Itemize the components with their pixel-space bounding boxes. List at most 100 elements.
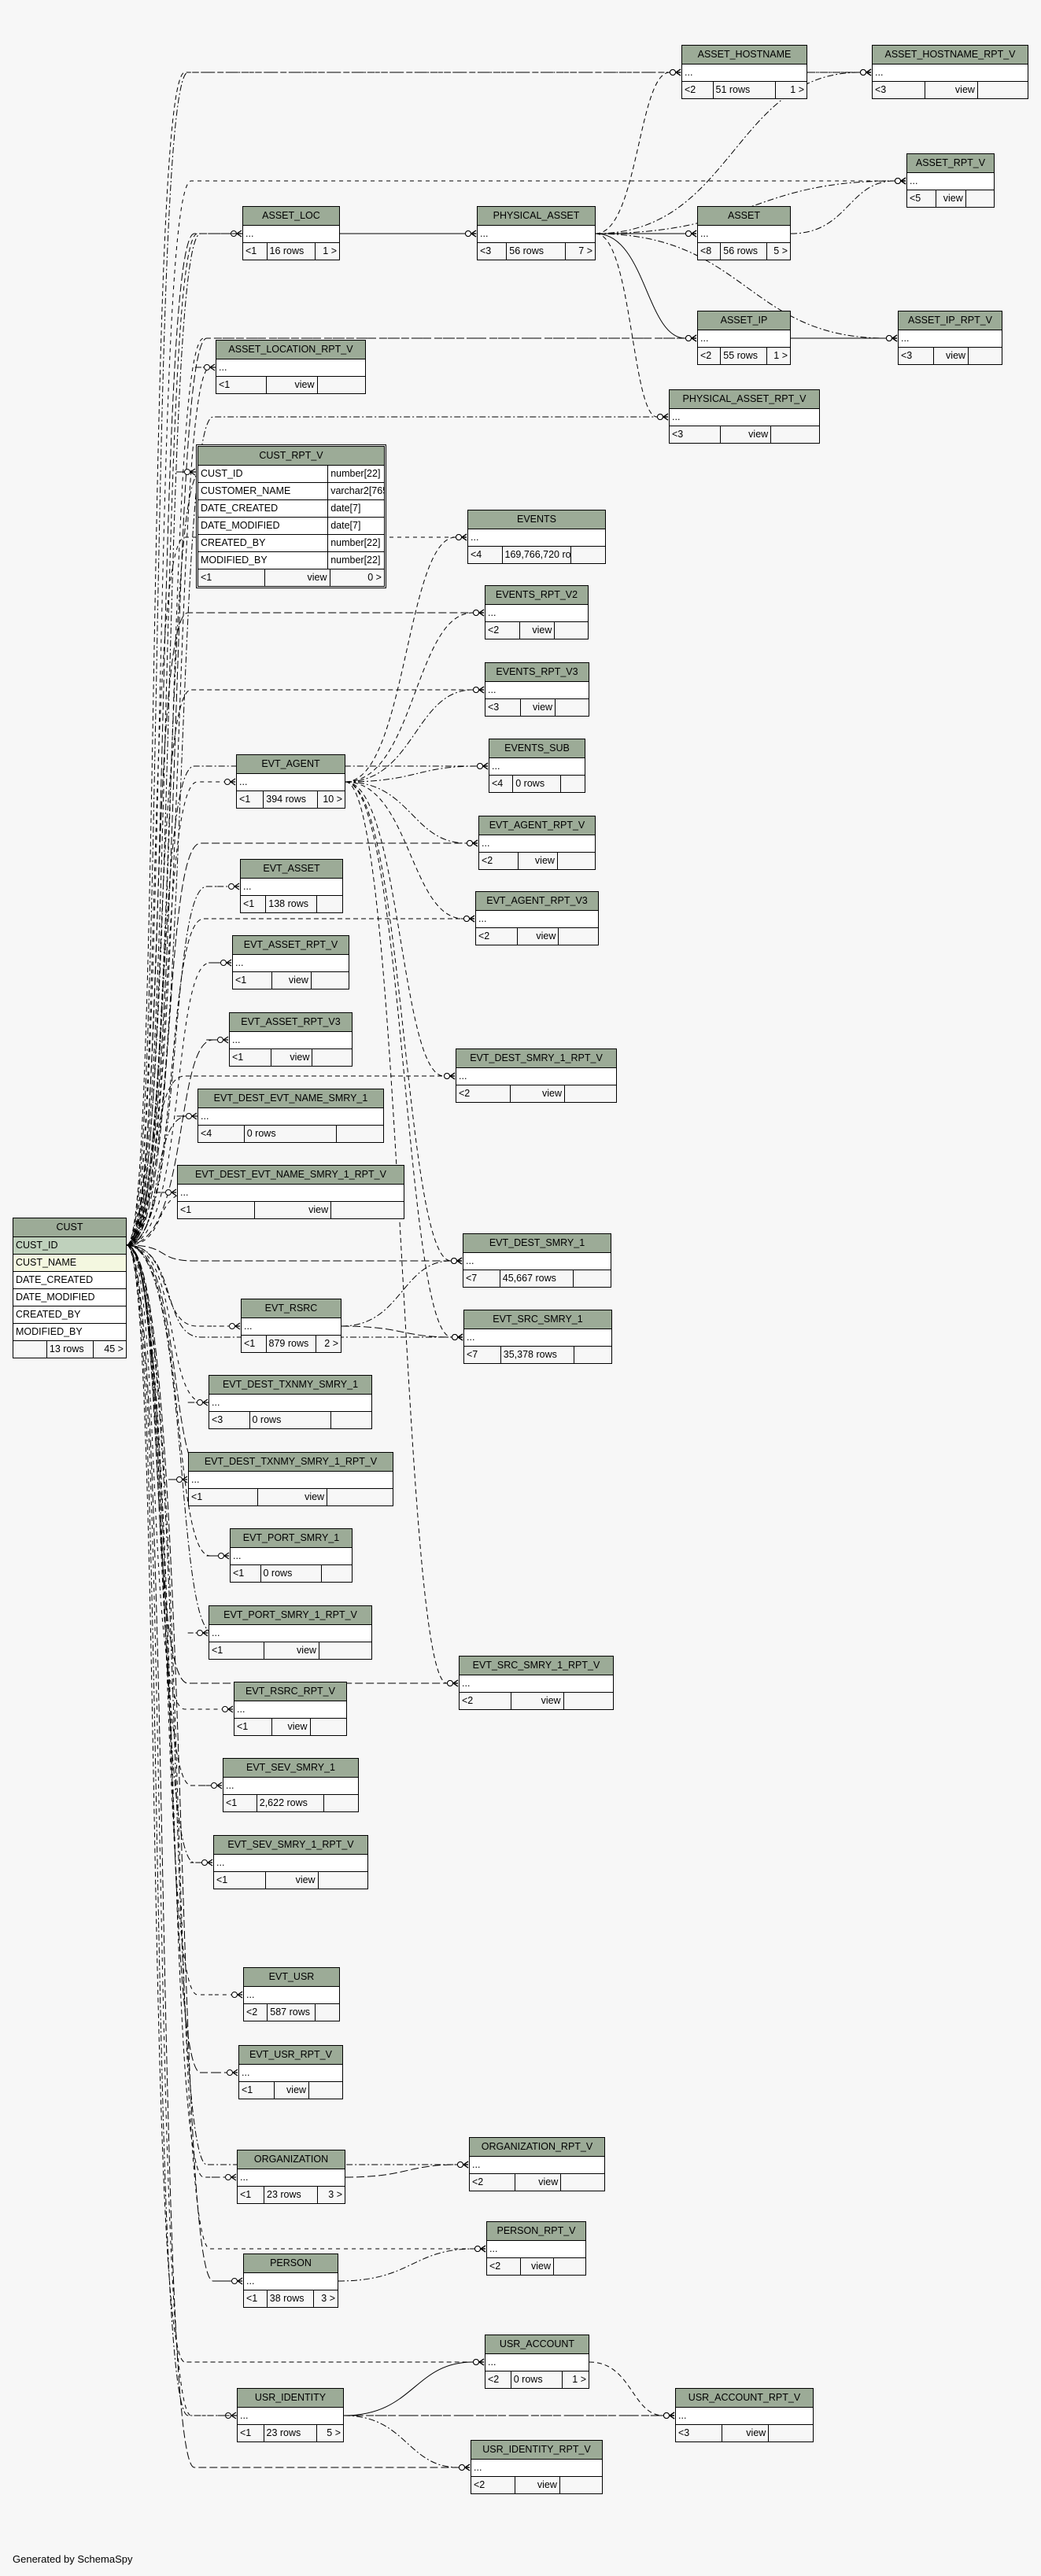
table-name[interactable]: EVT_DEST_TXNMY_SMRY_1	[209, 1376, 371, 1395]
parents-count[interactable]: <2	[698, 348, 722, 364]
row-count[interactable]: view	[519, 853, 558, 869]
row-count[interactable]: view	[511, 1693, 564, 1709]
parents-count[interactable]: <1	[209, 1642, 265, 1659]
parents-count[interactable]: <1	[231, 1565, 261, 1582]
children-count[interactable]	[574, 1347, 611, 1363]
table-name[interactable]: ASSET_RPT_V	[907, 154, 994, 173]
parents-count[interactable]: <2	[456, 1085, 511, 1102]
parents-count[interactable]: <1	[242, 1336, 267, 1352]
columns-collapsed[interactable]: ...	[470, 2157, 604, 2174]
row-count[interactable]: view	[721, 426, 772, 443]
table-name[interactable]: CUST_RPT_V	[198, 447, 384, 466]
children-count[interactable]	[556, 699, 589, 716]
row-count[interactable]: view	[936, 190, 966, 207]
table-name[interactable]: EVT_USR	[244, 1968, 339, 1987]
row-count[interactable]: 16 rows	[268, 243, 316, 260]
table-name[interactable]: EVENTS	[468, 510, 605, 529]
table-name[interactable]: ASSET_LOCATION_RPT_V	[216, 341, 365, 359]
columns-collapsed[interactable]: ...	[460, 1675, 613, 1693]
parents-count[interactable]: <2	[485, 2371, 511, 2388]
parents-count[interactable]: <2	[479, 853, 519, 869]
parents-count[interactable]: <1	[239, 2082, 275, 2099]
table-name[interactable]: USR_IDENTITY	[238, 2389, 343, 2408]
table-name[interactable]: EVENTS_RPT_V2	[485, 586, 588, 605]
children-count[interactable]	[327, 1489, 393, 1505]
columns-collapsed[interactable]: ...	[216, 359, 365, 377]
children-count[interactable]	[331, 1412, 372, 1428]
columns-collapsed[interactable]: ...	[243, 226, 339, 243]
row-count[interactable]: 38 rows	[268, 2290, 315, 2307]
row-count[interactable]: view	[275, 2082, 310, 2099]
table-name[interactable]: EVT_SEV_SMRY_1_RPT_V	[214, 1836, 367, 1855]
row-count[interactable]: 0 rows	[513, 776, 561, 792]
row-count[interactable]: view	[272, 1719, 311, 1735]
column-cust-id[interactable]: CUST_ID	[13, 1237, 126, 1255]
parents-count[interactable]: <2	[682, 82, 714, 98]
table-name[interactable]: EVT_ASSET_RPT_V	[233, 936, 349, 955]
row-count[interactable]: 0 rows	[245, 1126, 338, 1142]
parents-count[interactable]: <3	[873, 82, 925, 98]
table-name[interactable]: EVT_PORT_SMRY_1	[231, 1529, 352, 1548]
table-name[interactable]: CUST	[13, 1218, 126, 1237]
row-count[interactable]: 169,766,720 rows	[503, 547, 571, 563]
children-count[interactable]	[561, 2174, 604, 2191]
row-count[interactable]: 0 rows	[261, 1565, 322, 1582]
columns-collapsed[interactable]: ...	[456, 1068, 616, 1085]
table-name[interactable]: EVENTS_RPT_V3	[485, 663, 589, 682]
children-count[interactable]: 0 >	[367, 572, 382, 583]
row-count[interactable]: view	[521, 2258, 554, 2275]
parents-count[interactable]: <1	[189, 1489, 259, 1505]
table-name[interactable]: ORGANIZATION	[238, 2150, 345, 2169]
row-count[interactable]: view	[722, 2425, 770, 2441]
columns-collapsed[interactable]: ...	[209, 1395, 371, 1412]
columns-collapsed[interactable]: ...	[223, 1778, 358, 1795]
children-count[interactable]	[319, 1872, 367, 1889]
children-count[interactable]	[560, 2477, 602, 2493]
table-name[interactable]: EVT_RSRC	[242, 1299, 341, 1318]
columns-collapsed[interactable]: ...	[479, 835, 595, 853]
row-count[interactable]: view	[272, 972, 312, 989]
table-name[interactable]: ASSET_HOSTNAME	[682, 46, 807, 64]
parents-count[interactable]: <1	[238, 2425, 264, 2441]
parents-count[interactable]: <1	[237, 791, 264, 808]
parents-count[interactable]: <1	[214, 1872, 267, 1889]
row-count[interactable]: view	[267, 377, 318, 393]
children-count[interactable]	[317, 896, 342, 912]
children-count[interactable]	[337, 1126, 383, 1142]
children-count[interactable]	[312, 972, 349, 989]
children-count[interactable]	[316, 2004, 339, 2021]
parents-count[interactable]: <4	[468, 547, 503, 563]
parents-count[interactable]: <4	[198, 1126, 245, 1142]
parents-count[interactable]: <8	[698, 243, 722, 260]
column-date-modified[interactable]: DATE_MODIFIED	[13, 1289, 126, 1306]
row-count[interactable]: view	[515, 2174, 562, 2191]
columns-collapsed[interactable]: ...	[485, 682, 589, 699]
row-count[interactable]: 879 rows	[267, 1336, 316, 1352]
table-name[interactable]: EVT_SRC_SMRY_1_RPT_V	[460, 1657, 613, 1675]
table-name[interactable]: EVT_DEST_EVT_NAME_SMRY_1	[198, 1089, 383, 1108]
table-name[interactable]: EVT_DEST_TXNMY_SMRY_1_RPT_V	[189, 1453, 393, 1472]
row-count[interactable]: view	[265, 569, 330, 586]
columns-collapsed[interactable]: ...	[230, 1032, 352, 1049]
